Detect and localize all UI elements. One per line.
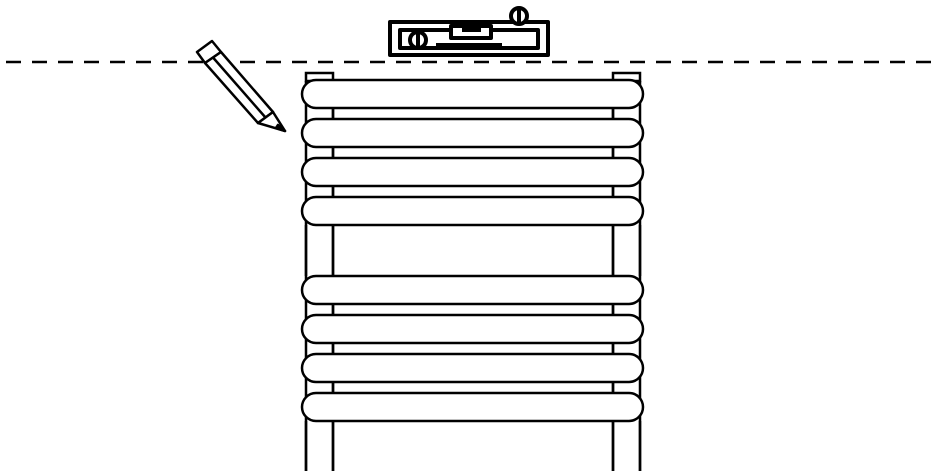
pencil-icon xyxy=(195,39,287,133)
radiator-rail xyxy=(300,156,645,188)
radiator-rail xyxy=(300,274,645,306)
radiator-rail xyxy=(300,391,645,423)
radiator-rail xyxy=(300,78,645,110)
radiator-rails xyxy=(300,78,645,423)
radiator-rail xyxy=(300,352,645,384)
towel-radiator xyxy=(300,71,645,471)
spirit-level-icon xyxy=(388,6,550,57)
radiator-post-segments xyxy=(304,108,642,471)
radiator-rail xyxy=(300,117,645,149)
radiator-rail xyxy=(300,313,645,345)
radiator-rail xyxy=(300,195,645,227)
